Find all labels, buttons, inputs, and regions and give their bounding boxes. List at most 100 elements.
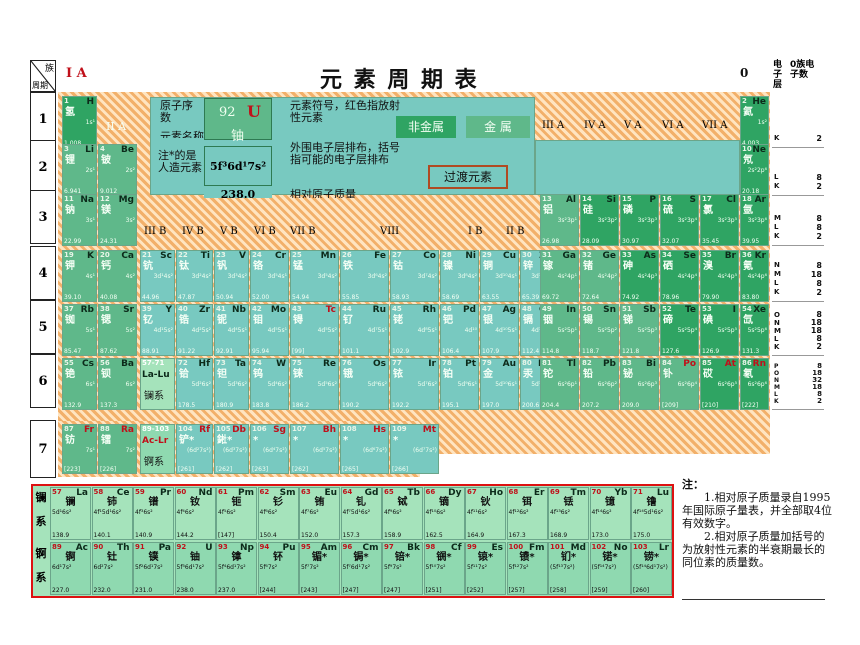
element-H[interactable]: 1H氢1s¹1.008	[62, 96, 97, 148]
element-He[interactable]: 2He氦1s²4.003	[740, 96, 769, 148]
